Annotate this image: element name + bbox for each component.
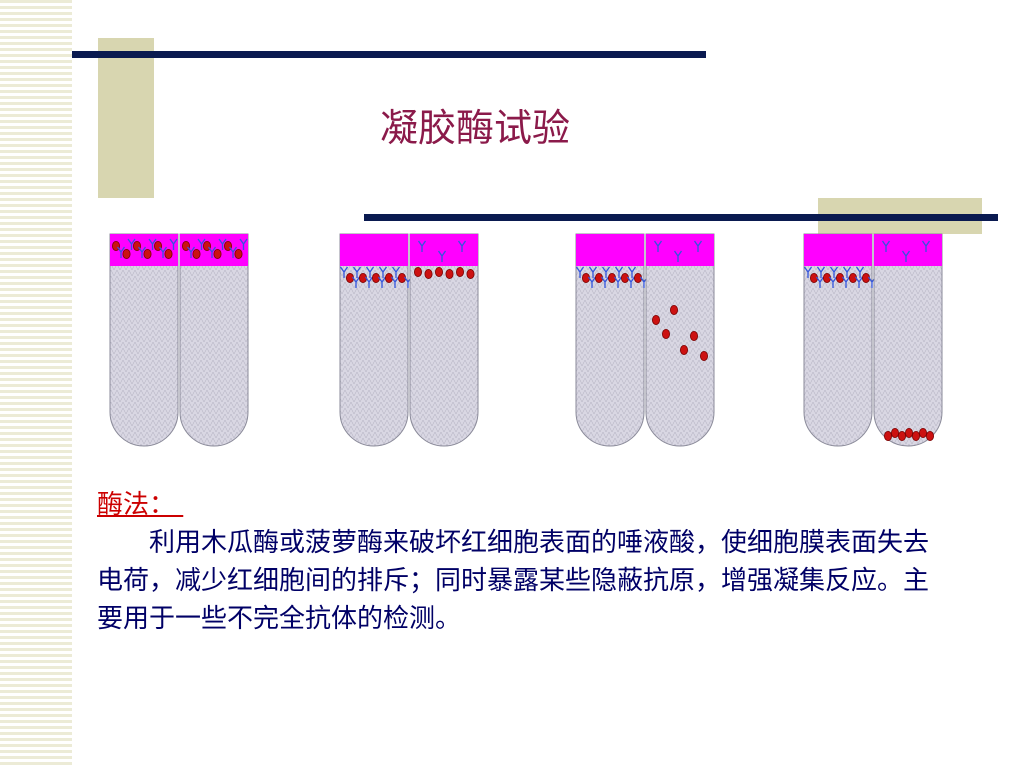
tube-body (179, 233, 249, 447)
gel-tube (339, 233, 413, 447)
red-cell (884, 430, 892, 442)
reagent-band (874, 234, 942, 266)
reagent-band (340, 234, 408, 266)
red-cell (143, 248, 152, 260)
tube-body (109, 233, 179, 447)
red-cell (652, 314, 660, 326)
red-cell (912, 430, 920, 442)
red-cell (690, 330, 698, 342)
gel-tube-diagram (109, 233, 943, 447)
red-cell (466, 268, 475, 280)
red-cell (891, 427, 899, 439)
red-cell (680, 344, 688, 356)
red-cell (455, 266, 465, 278)
gel-tube (873, 233, 943, 447)
tube-body (803, 233, 873, 447)
reagent-band (576, 234, 644, 266)
red-cell (700, 350, 708, 362)
decorative-stripe-bar (0, 0, 72, 768)
red-cell (234, 248, 243, 260)
gel-tube (803, 233, 877, 447)
tube-body (409, 233, 479, 447)
red-cell (413, 266, 423, 278)
red-cell (445, 268, 454, 280)
red-cell (670, 304, 678, 316)
red-cell (898, 430, 906, 442)
method-label: 酶法： (97, 490, 184, 520)
bottom-rule (364, 214, 998, 221)
top-rule (72, 51, 706, 58)
gel-tube (645, 233, 715, 447)
tube-body (873, 233, 943, 447)
red-cell (213, 248, 222, 260)
red-cell (164, 248, 173, 260)
reagent-band (410, 234, 478, 266)
slide-title: 凝胶酶试验 (380, 106, 571, 150)
red-cell (434, 266, 444, 278)
red-cell (122, 248, 131, 260)
method-description: 酶法： 利用木瓜酶或菠萝酶来破坏红细胞表面的唾液酸，使细胞膜表面失去电荷，减少红… (97, 486, 937, 638)
tube-body (339, 233, 409, 447)
red-cell (424, 268, 433, 280)
red-cell (926, 430, 934, 442)
gel-tube (179, 233, 249, 447)
red-cell (905, 427, 913, 439)
red-cell (662, 328, 670, 340)
tube-body (575, 233, 645, 447)
gel-tube (575, 233, 649, 447)
gel-tube (109, 233, 179, 447)
reagent-band (646, 234, 714, 266)
red-cell (192, 248, 201, 260)
red-cell (919, 427, 927, 439)
accent-block-left (98, 38, 154, 198)
reagent-band (804, 234, 872, 266)
gel-tube (409, 233, 479, 447)
tube-body (645, 233, 715, 447)
method-paragraph: 利用木瓜酶或菠萝酶来破坏红细胞表面的唾液酸，使细胞膜表面失去电荷，减少红细胞间的… (97, 528, 930, 634)
